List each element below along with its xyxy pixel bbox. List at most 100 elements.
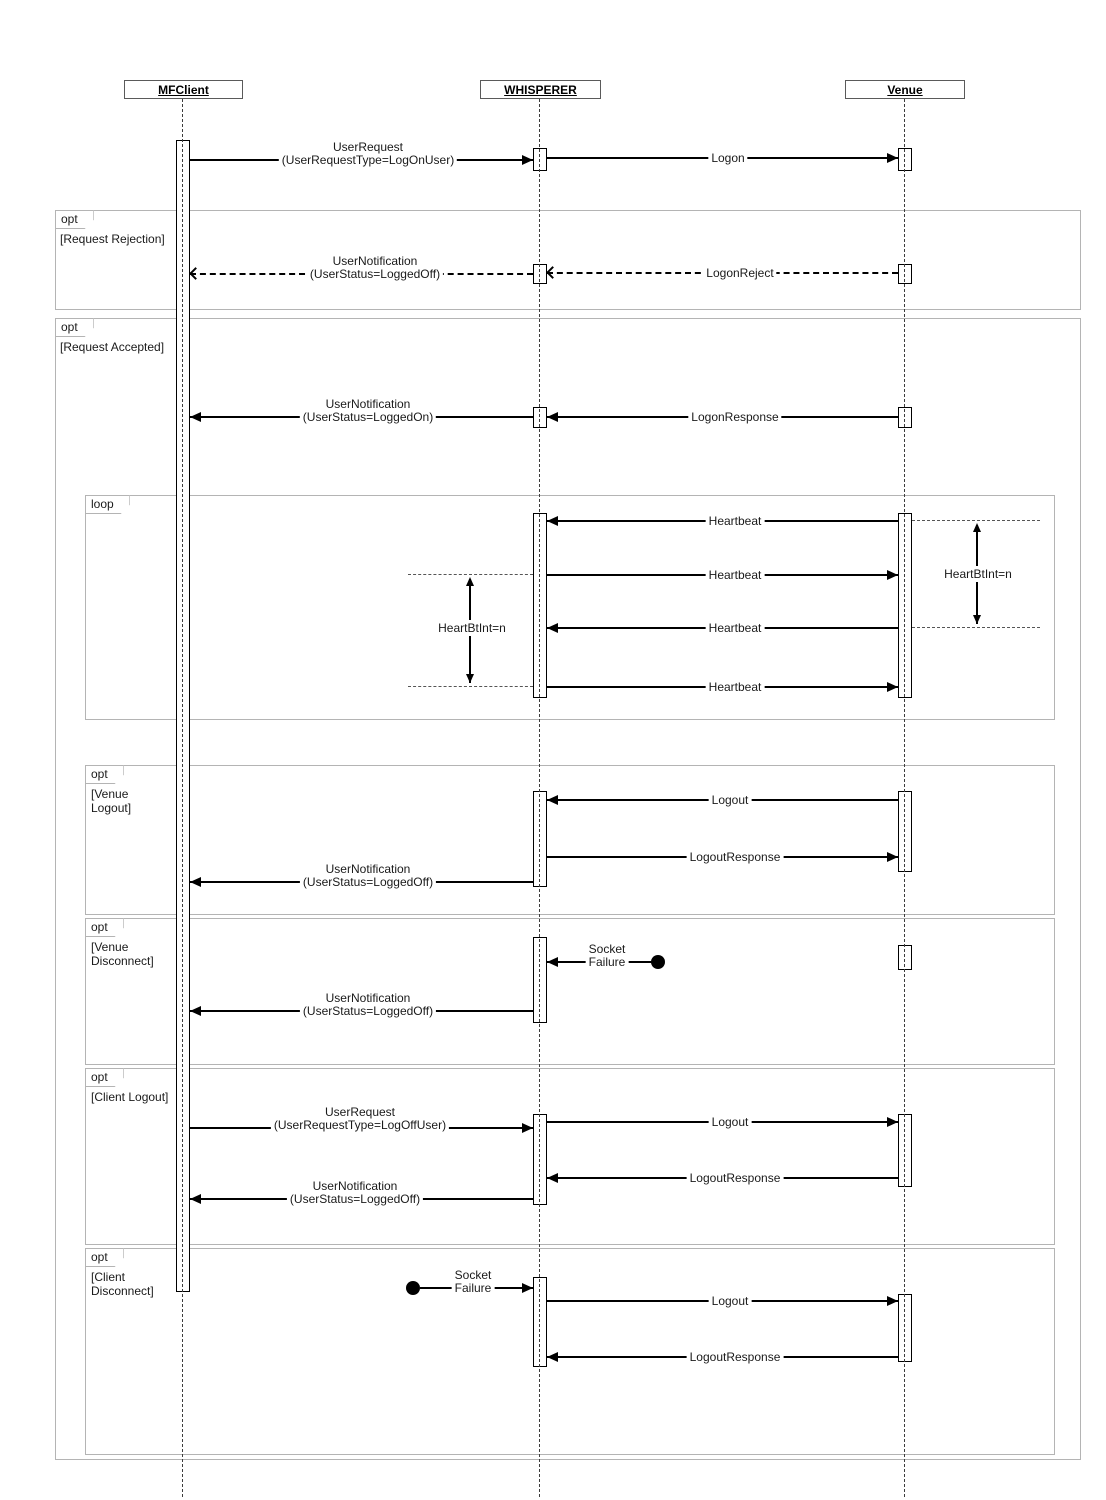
frame-operator-label: loop xyxy=(85,495,130,514)
label-line2: (UserRequestType=LogOffUser) xyxy=(273,1118,447,1132)
activation-whisperer xyxy=(533,513,547,698)
frame-operator-label: opt xyxy=(85,1068,124,1087)
message-label-heartbeat-1: Heartbeat xyxy=(705,513,765,529)
arrowhead-up xyxy=(973,523,981,532)
lifeline-whisperer xyxy=(539,99,540,1497)
message-label-user-notification-loggedon: UserNotification (UserStatus=LoggedOn) xyxy=(299,397,437,424)
message-label-user-notification-loggedoff-1: UserNotification (UserStatus=LoggedOff) xyxy=(299,862,437,889)
label-line1: Socket xyxy=(454,1268,492,1282)
activation-mfclient xyxy=(176,140,190,1292)
arrowhead xyxy=(547,795,558,805)
label-line1: UserRequest xyxy=(332,140,404,154)
frame-operator-label: opt xyxy=(85,918,124,937)
message-label-user-notification-rejected: UserNotification (UserStatus=LoggedOff) xyxy=(306,254,444,281)
activation-venue xyxy=(898,407,912,428)
arrowhead xyxy=(547,957,558,967)
frame-guard-label: [Venue Logout] xyxy=(91,787,132,815)
arrowhead xyxy=(190,877,201,887)
message-label-logon: Logon xyxy=(708,150,748,166)
frame-guard-label: [Venue Disconnect] xyxy=(91,940,154,968)
lifeline-venue xyxy=(904,99,905,1497)
frame-request-rejection: opt [Request Rejection] xyxy=(55,210,1081,310)
message-label-disconnect-logout: Logout xyxy=(708,1293,752,1309)
arrowhead xyxy=(887,852,898,862)
socket-failure-endpoint xyxy=(406,1281,420,1295)
message-label-client-logout: Logout xyxy=(708,1114,752,1130)
message-label-logon-reject: LogonReject xyxy=(703,265,777,281)
arrowhead xyxy=(547,1352,558,1362)
frame-guard-label: [Request Accepted] xyxy=(60,340,165,354)
frame-heartbeat-loop: loop xyxy=(85,495,1055,720)
activation-whisperer xyxy=(533,264,547,284)
arrowhead xyxy=(547,412,558,422)
frame-venue-logout: opt [Venue Logout] xyxy=(85,765,1055,915)
arrowhead xyxy=(190,412,201,422)
message-label-user-notification-loggedoff-3: UserNotification (UserStatus=LoggedOff) xyxy=(286,1179,424,1206)
activation-venue xyxy=(898,1114,912,1187)
actor-venue: Venue xyxy=(845,80,965,99)
arrowhead-up xyxy=(466,577,474,586)
activation-whisperer xyxy=(533,1114,547,1205)
arrowhead xyxy=(887,682,898,692)
arrowhead xyxy=(190,1194,201,1204)
message-label-client-logout-response: LogoutResponse xyxy=(686,1170,784,1186)
arrowhead xyxy=(547,623,558,633)
activation-whisperer xyxy=(533,937,547,1023)
message-label-venue-logout-response: LogoutResponse xyxy=(686,849,784,865)
activation-whisperer xyxy=(533,407,547,428)
heartbtint-label-left: HeartBtInt=n xyxy=(435,620,509,636)
heartbtint-ref-line xyxy=(912,520,1040,521)
message-label-user-request-logon: UserRequest (UserRequestType=LogOnUser) xyxy=(278,140,458,167)
activation-venue xyxy=(898,1294,912,1362)
label-line1: UserNotification xyxy=(325,397,411,411)
message-label-user-notification-loggedoff-2: UserNotification (UserStatus=LoggedOff) xyxy=(299,991,437,1018)
activation-venue xyxy=(898,945,912,970)
message-label-heartbeat-3: Heartbeat xyxy=(705,620,765,636)
message-label-disconnect-logout-response: LogoutResponse xyxy=(686,1349,784,1365)
socket-failure-endpoint xyxy=(651,955,665,969)
label-line2: Failure xyxy=(454,1281,492,1295)
label-line1: UserNotification xyxy=(332,254,418,268)
activation-venue xyxy=(898,148,912,171)
label-line1: UserNotification xyxy=(312,1179,398,1193)
label-line2: Failure xyxy=(588,955,626,969)
frame-request-accepted: opt [Request Accepted] xyxy=(55,318,1081,1460)
message-label-user-request-logoff: UserRequest (UserRequestType=LogOffUser) xyxy=(270,1106,450,1132)
frame-operator-label: opt xyxy=(55,210,94,229)
label-line2: (UserStatus=LoggedOff) xyxy=(289,1192,421,1206)
arrowhead xyxy=(547,516,558,526)
frame-operator-label: opt xyxy=(55,318,94,337)
arrowhead xyxy=(522,155,533,165)
message-label-socket-failure-client: Socket Failure xyxy=(451,1268,495,1295)
arrowhead xyxy=(887,570,898,580)
activation-venue xyxy=(898,513,912,698)
message-label-heartbeat-2: Heartbeat xyxy=(705,567,765,583)
frame-guard-label: [Client Logout] xyxy=(91,1090,169,1104)
actor-label: MFClient xyxy=(158,82,209,97)
activation-whisperer xyxy=(533,791,547,887)
label-line2: (UserStatus=LoggedOff) xyxy=(302,875,434,889)
label-line2: (UserRequestType=LogOnUser) xyxy=(281,153,455,167)
message-label-venue-logout: Logout xyxy=(708,792,752,808)
actor-label: WHISPERER xyxy=(504,82,577,97)
arrowhead xyxy=(522,1123,533,1133)
heartbtint-ref-line xyxy=(912,627,1040,628)
actor-whisperer: WHISPERER xyxy=(480,80,601,99)
lifeline-mfclient xyxy=(182,99,183,1497)
label-line1: Socket xyxy=(588,942,626,956)
frame-client-disconnect: opt [Client Disconnect] xyxy=(85,1248,1055,1455)
arrowhead xyxy=(887,1117,898,1127)
frame-client-logout: opt [Client Logout] xyxy=(85,1068,1055,1245)
label-line1: UserNotification xyxy=(325,991,411,1005)
actor-label: Venue xyxy=(887,82,923,97)
label-line1: UserNotification xyxy=(325,862,411,876)
arrowhead xyxy=(522,1283,533,1293)
arrowhead xyxy=(887,153,898,163)
frame-guard-label: [Client Disconnect] xyxy=(91,1270,154,1298)
heartbtint-ref-line xyxy=(408,574,533,575)
frame-operator-label: opt xyxy=(85,765,124,784)
arrowhead xyxy=(190,1006,201,1016)
message-label-logon-response: LogonResponse xyxy=(688,409,782,425)
heartbtint-label-right: HeartBtInt=n xyxy=(941,566,1015,582)
